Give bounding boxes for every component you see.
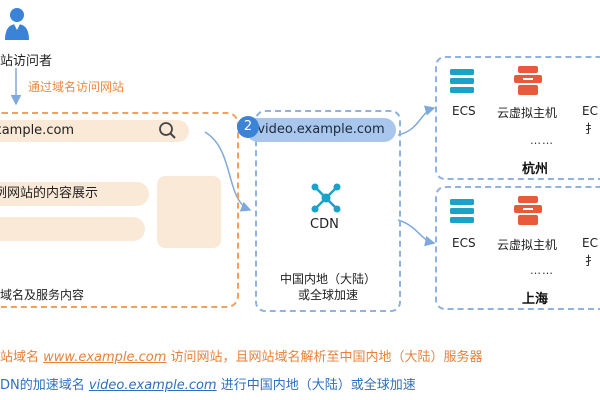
truncated-node-label: EC bbox=[582, 236, 598, 250]
cdn-domain-pill: video.example.com bbox=[246, 118, 396, 142]
cdn-region-line1: 中国内地（大陆） bbox=[279, 272, 376, 286]
cdn-label: CDN bbox=[310, 217, 339, 232]
region-city-label: 杭州 bbox=[522, 162, 549, 177]
user-icon bbox=[5, 8, 29, 40]
footer2-prefix: DN的加速域名 bbox=[0, 378, 89, 393]
footer-note-1: 站域名 www.example.com 访问网站，且网站域名解析至中国内地（大陆… bbox=[0, 346, 483, 365]
more-nodes-ellipsis: …… bbox=[530, 264, 554, 277]
virtual-host-icon bbox=[514, 66, 542, 95]
website-to-cdn-arrow bbox=[204, 131, 252, 212]
virtual-host-label: 云虚拟主机 bbox=[497, 106, 558, 120]
region-hangzhou bbox=[435, 56, 600, 180]
more-nodes-ellipsis: …… bbox=[530, 134, 554, 147]
truncated-node-label-2: 扌 bbox=[585, 122, 598, 136]
search-icon[interactable] bbox=[158, 121, 178, 141]
cdn-region-line2: 或全球加速 bbox=[297, 288, 358, 302]
truncated-node-label: EC bbox=[582, 104, 598, 118]
website-content-label: 例网站的内容展示 bbox=[0, 182, 149, 206]
website-content-placeholder bbox=[0, 217, 145, 241]
website-url-bar[interactable]: xample.com bbox=[0, 120, 189, 142]
region-city-label: 上海 bbox=[522, 292, 549, 307]
cdn-to-hangzhou-arrow bbox=[397, 105, 436, 136]
visitor-label: 站访问者 bbox=[0, 54, 53, 69]
region-shanghai bbox=[435, 186, 600, 310]
virtual-host-icon bbox=[514, 196, 542, 225]
truncated-node-label-2: 扌 bbox=[585, 254, 598, 268]
footer1-suffix: 访问网站，且网站域名解析至中国内地（大陆）服务器 bbox=[166, 350, 483, 365]
footer2-domain: video.example.com bbox=[88, 378, 217, 393]
ecs-label: ECS bbox=[452, 104, 476, 118]
website-image-placeholder bbox=[157, 176, 221, 248]
ecs-label: ECS bbox=[452, 236, 476, 250]
cdn-network-icon bbox=[311, 183, 341, 213]
footer1-prefix: 站域名 bbox=[0, 350, 44, 365]
cdn-to-shanghai-arrow bbox=[397, 219, 436, 247]
footer1-domain: www.example.com bbox=[43, 350, 167, 365]
footer2-suffix: 进行中国内地（大陆）或全球加速 bbox=[216, 378, 416, 393]
cdn-region-text: 中国内地（大陆） 或全球加速 bbox=[268, 271, 388, 303]
ecs-server-icon bbox=[450, 199, 474, 223]
footer-note-2: DN的加速域名 video.example.com 进行中国内地（大陆）或全球加… bbox=[0, 374, 416, 393]
website-caption: 域名及服务内容 bbox=[0, 288, 85, 302]
ecs-server-icon bbox=[450, 69, 474, 93]
website-container bbox=[0, 112, 239, 308]
step2-badge: 2 bbox=[237, 116, 259, 138]
cdn-container bbox=[255, 110, 401, 312]
step1-label: 通过域名访问网站 bbox=[28, 80, 125, 94]
virtual-host-label: 云虚拟主机 bbox=[497, 238, 558, 252]
